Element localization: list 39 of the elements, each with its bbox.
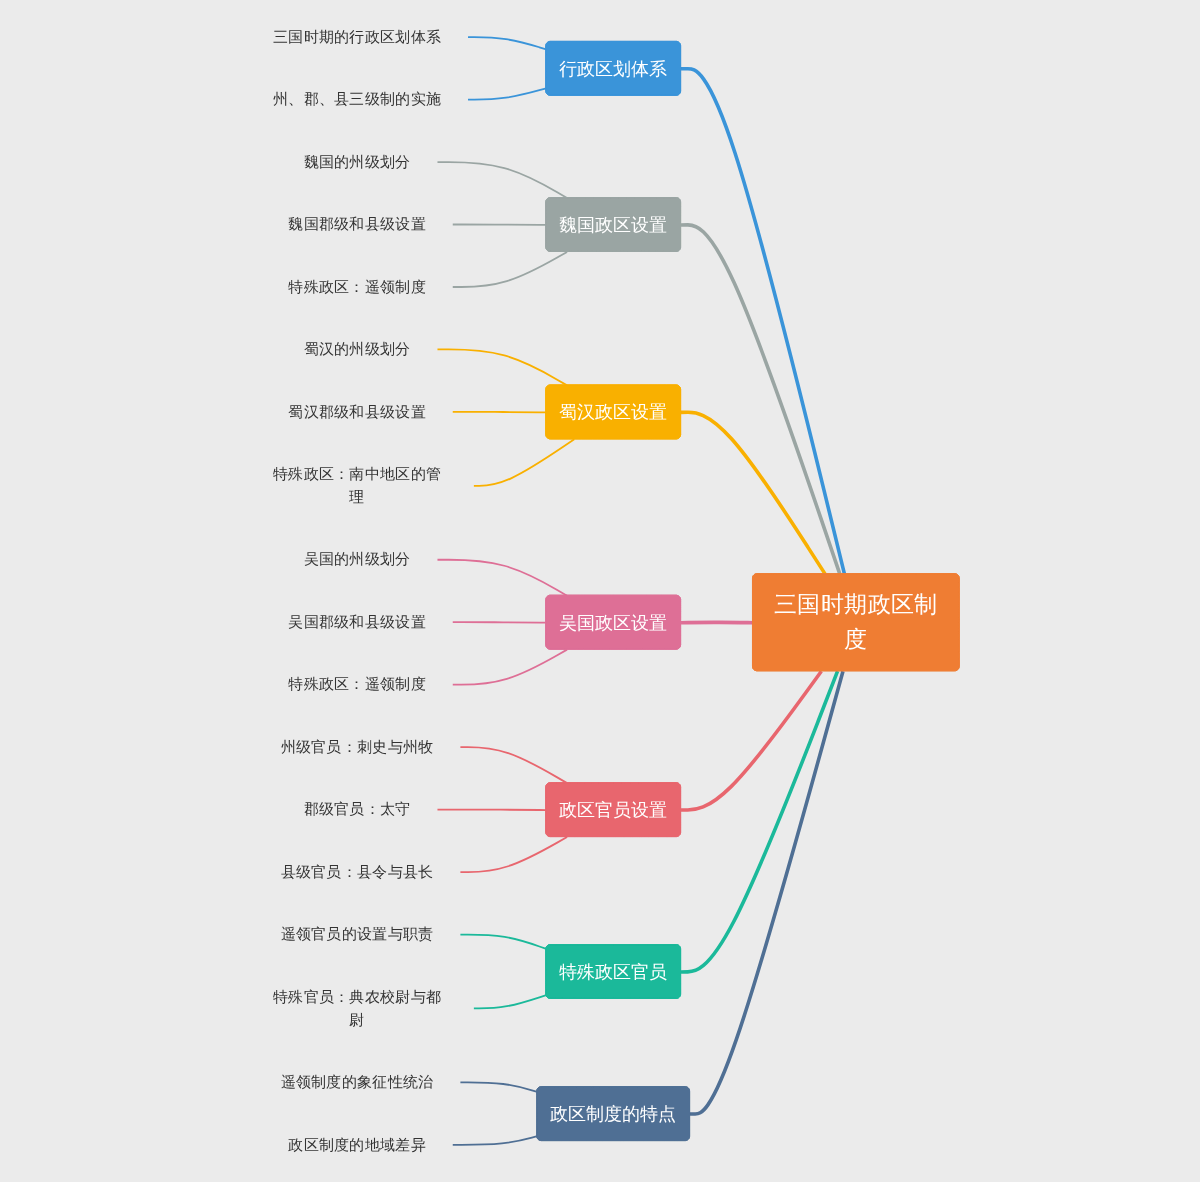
connector <box>467 87 548 101</box>
node-text: 吴国的州级划分 <box>303 550 411 569</box>
connector <box>436 808 548 811</box>
connector <box>452 621 548 624</box>
node-text: 遥领官员的设置与职责 <box>280 924 434 943</box>
node-text: 三国时期的行政区划体系 <box>273 27 442 46</box>
node-text: 特殊政区：南中地区的管理 <box>273 464 442 506</box>
node-text: 蜀汉的州级划分 <box>303 339 411 358</box>
connector <box>681 670 824 812</box>
node-text: 特殊政区：遥领制度 <box>288 277 427 296</box>
connector <box>459 1081 539 1093</box>
connector <box>681 66 847 575</box>
node-text: 特殊政区：遥领制度 <box>288 675 427 693</box>
connector <box>436 558 569 597</box>
node-text: 魏国的州级划分 <box>303 152 411 171</box>
node-text: 特殊官员：典农校尉与都尉 <box>273 987 442 1029</box>
connector <box>452 411 548 414</box>
node-text: 政区制度的地域差异 <box>288 1135 427 1154</box>
node-text: 吴国郡级和县级设置 <box>288 612 427 631</box>
connector <box>681 223 842 575</box>
connector <box>681 670 840 974</box>
node-text: 魏国郡级和县级设置 <box>288 214 427 233</box>
connector <box>473 438 576 487</box>
node-text: 州级官员：刺史与州牧 <box>280 737 434 756</box>
connector <box>452 223 548 226</box>
node-text: 州、郡、县三级制的实施 <box>273 89 442 108</box>
node-text: 蜀汉郡级和县级设置 <box>288 402 427 421</box>
connector <box>459 836 569 873</box>
node-text: 遥领制度的象征性统治 <box>280 1072 434 1091</box>
connector <box>473 994 548 1010</box>
connector <box>681 620 754 625</box>
connector <box>690 670 845 1116</box>
connector <box>467 36 548 51</box>
connector <box>452 648 569 686</box>
node-text: 郡级官员：太守 <box>303 799 411 818</box>
connector <box>459 933 548 950</box>
connector <box>452 251 569 288</box>
node-text: 县级官员：县令与县长 <box>280 862 434 881</box>
connector <box>452 1135 539 1146</box>
